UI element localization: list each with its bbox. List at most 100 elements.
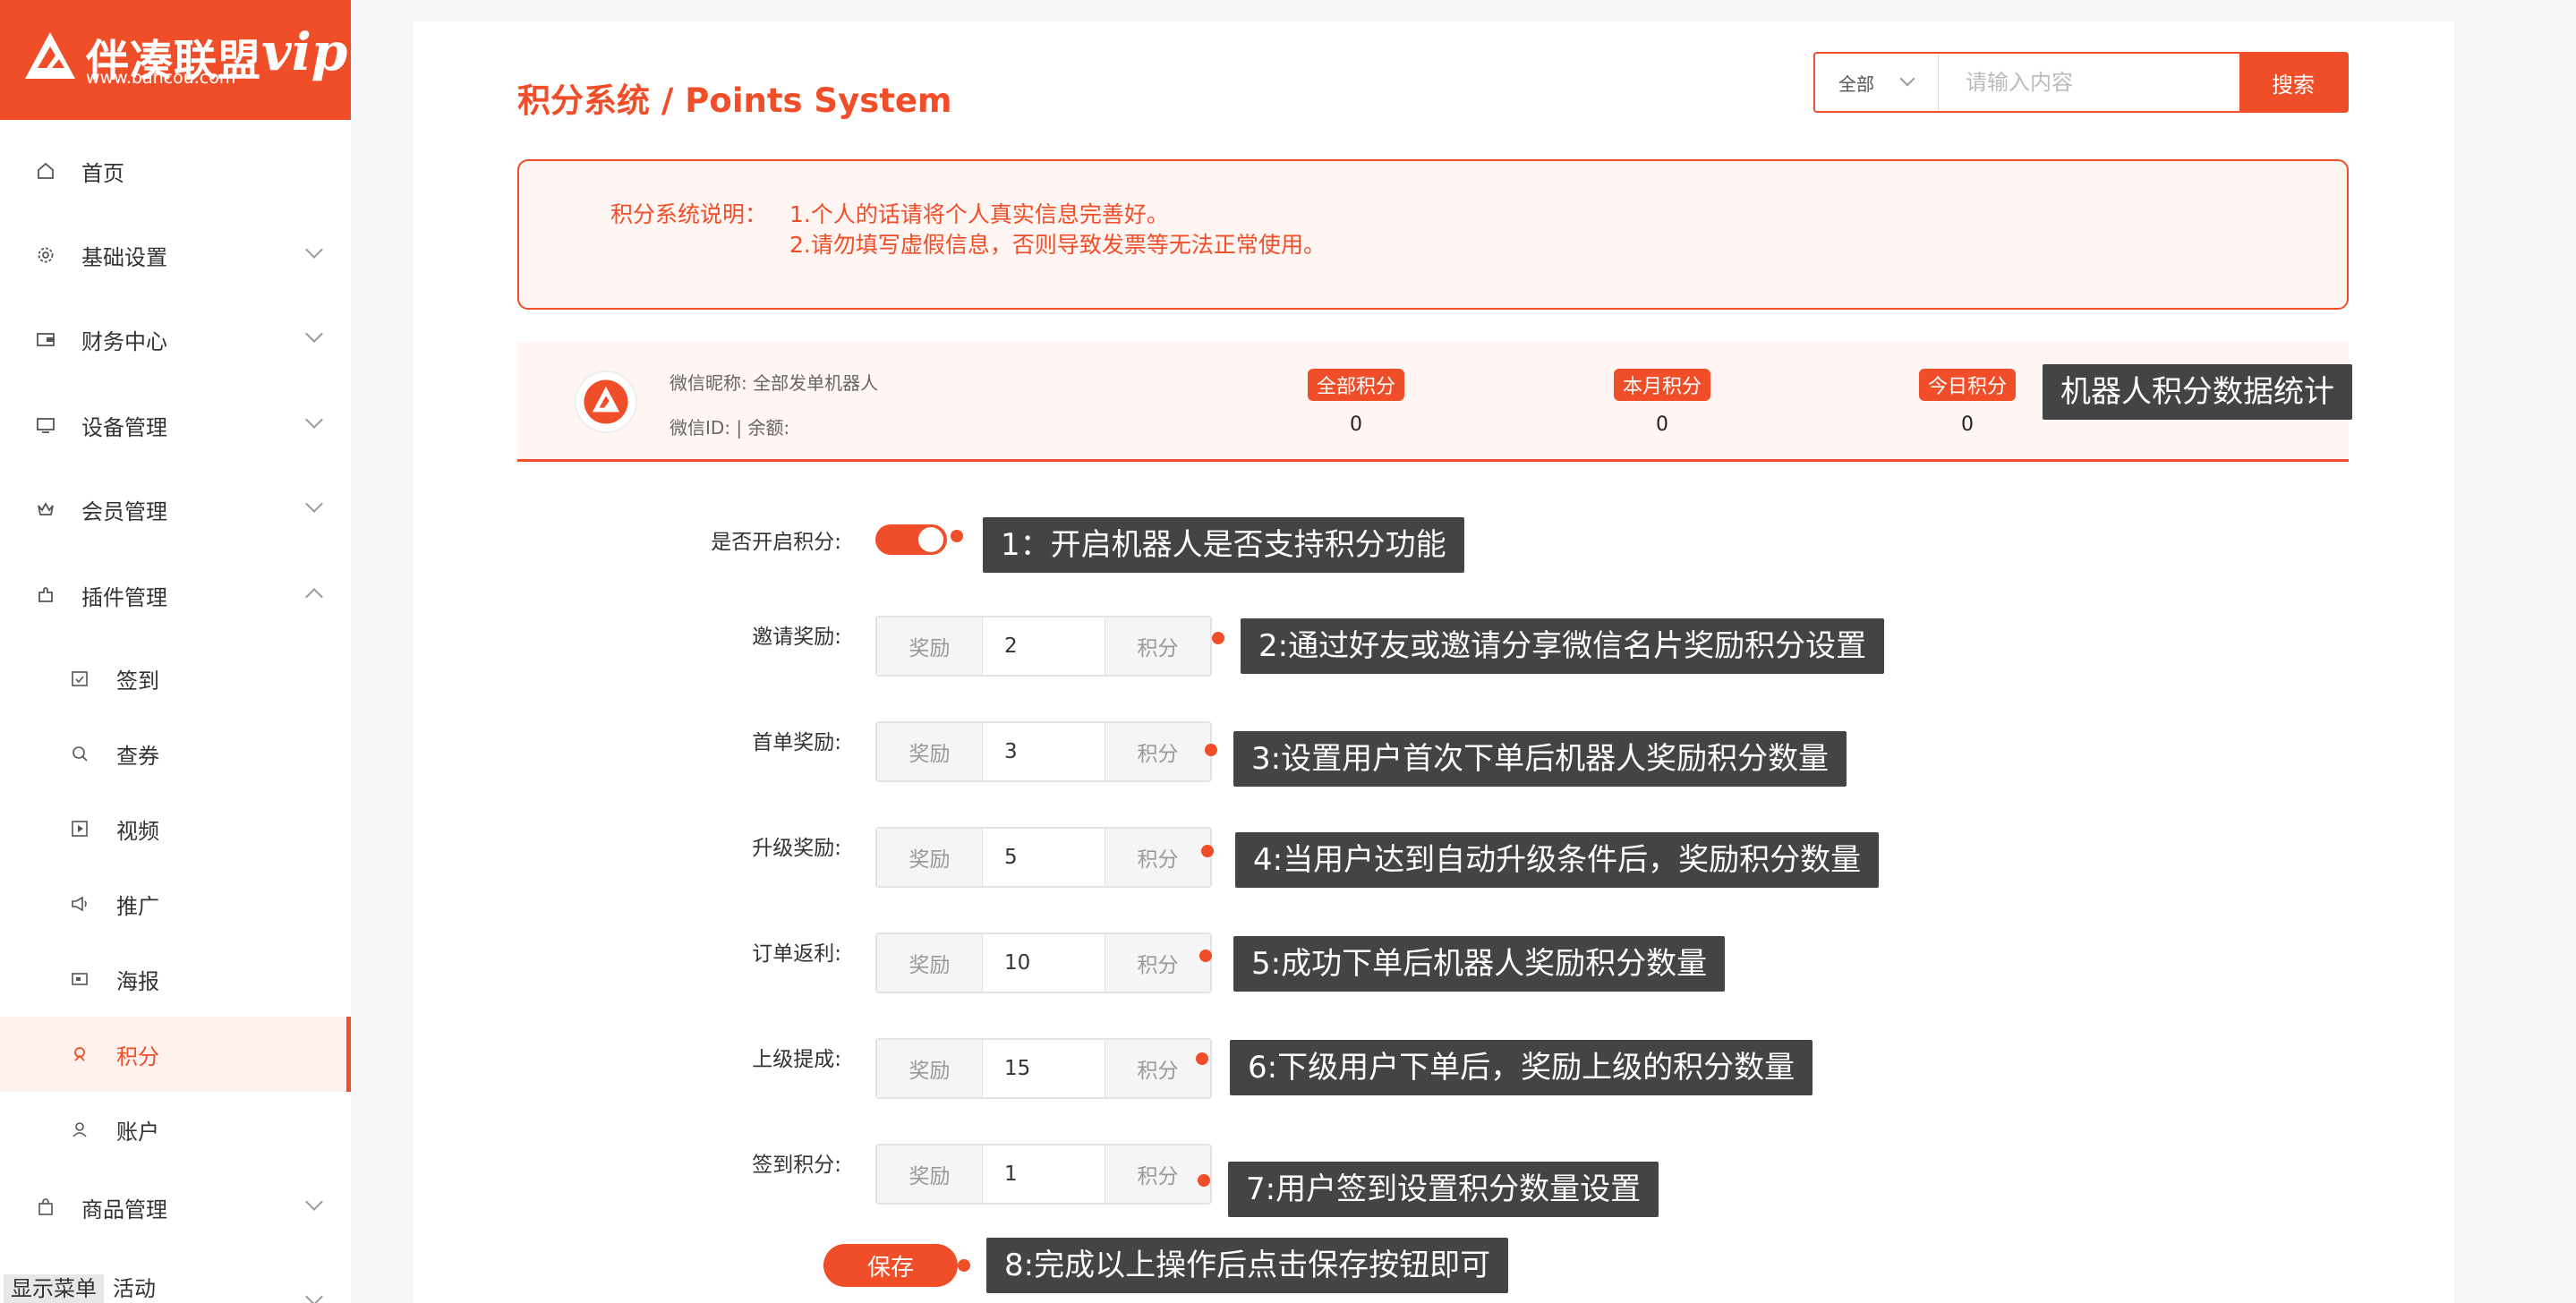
sidebar-item-promote[interactable]: 推广	[0, 866, 351, 941]
upgrade-reward-input[interactable]	[983, 829, 1105, 886]
search-input[interactable]	[1939, 54, 2239, 111]
bot-meta: 微信ID: | 余额:	[670, 417, 790, 439]
chevron-down-icon	[305, 495, 323, 513]
annotation-dot	[1198, 1174, 1210, 1187]
page-title: 积分系统 / Points System	[517, 81, 952, 120]
sidebar-item-finance[interactable]: 财务中心	[0, 297, 351, 381]
sidebar-item-label: 财务中心	[81, 328, 167, 354]
notice-line: 2.请勿填写虚假信息，否则导致发票等无法正常使用。	[789, 232, 1326, 258]
sidebar-item-label: 积分	[116, 1043, 159, 1069]
field-label: 邀请奖励:	[752, 626, 841, 649]
input-suffix: 积分	[1105, 723, 1210, 780]
sidebar-item-points[interactable]: 积分	[0, 1017, 351, 1092]
sidebar-item-video[interactable]: 视频	[0, 791, 351, 866]
checkin-points-group: 奖励 积分	[875, 1144, 1212, 1205]
annotation-stats: 机器人积分数据统计	[2043, 364, 2352, 420]
stat-month-points: 本月积分 0	[1573, 369, 1752, 436]
field-label: 签到积分:	[752, 1154, 841, 1177]
sidebar-item-label: 账户	[116, 1119, 159, 1145]
sidebar-item-label: 基础设置	[81, 244, 167, 270]
notice-box: 积分系统说明： 1.个人的话请将个人真实信息完善好。 2.请勿填写虚假信息，否则…	[517, 159, 2349, 310]
sidebar-item-basic-settings[interactable]: 基础设置	[0, 213, 351, 297]
order-rebate-group: 奖励 积分	[875, 933, 1212, 993]
input-prefix: 奖励	[877, 934, 983, 992]
input-suffix: 积分	[1105, 1040, 1210, 1097]
input-prefix: 奖励	[877, 1040, 983, 1097]
first-order-reward-group: 奖励 积分	[875, 721, 1212, 782]
upgrade-reward-row: 升级奖励: 奖励 积分	[0, 825, 2576, 888]
sidebar-item-plugins[interactable]: 插件管理	[0, 553, 351, 637]
sidebar-item-label: 推广	[116, 893, 159, 919]
sidebar-item-label: 签到	[116, 668, 159, 694]
points-toggle[interactable]	[875, 524, 947, 555]
stat-today-points: 今日积分 0	[1878, 369, 2057, 436]
sidebar-item-devices[interactable]: 设备管理	[0, 383, 351, 467]
search-scope-value: 全部	[1838, 72, 1874, 95]
sidebar-item-account[interactable]: 账户	[0, 1092, 351, 1167]
brand-url: www.bancou.com	[86, 68, 236, 88]
invite-reward-group: 奖励 积分	[875, 616, 1212, 677]
chevron-down-icon	[305, 411, 323, 429]
logo-icon	[25, 32, 75, 79]
crown-icon	[34, 498, 57, 521]
puzzle-icon	[34, 583, 57, 607]
save-button[interactable]: 保存	[823, 1244, 958, 1287]
input-suffix: 积分	[1105, 934, 1210, 992]
stat-value: 0	[1961, 413, 1974, 436]
sidebar-item-label: 首页	[81, 160, 124, 186]
search-scope-select[interactable]: 全部	[1815, 54, 1939, 111]
bag-icon	[34, 1196, 57, 1219]
sidebar-item-activity[interactable]: 活动	[0, 1249, 351, 1303]
annotation-dot	[1199, 950, 1212, 962]
invite-reward-input[interactable]	[983, 617, 1105, 675]
annotation-2: 2:通过好友或邀请分享微信名片奖励积分设置	[1241, 618, 1885, 674]
annotation-8: 8:完成以上操作后点击保存按钮即可	[986, 1238, 1509, 1293]
annotation-1: 1：开启机器人是否支持积分功能	[983, 517, 1464, 573]
monitor-icon	[34, 413, 57, 437]
sidebar-item-label: 查券	[116, 743, 159, 769]
stat-total-points: 全部积分 0	[1267, 369, 1446, 436]
brand-logo[interactable]: 伴凑联盟 www.bancou.com vip	[0, 0, 351, 120]
sidebar-item-label: 插件管理	[81, 584, 167, 610]
field-label: 首单奖励:	[752, 731, 841, 754]
sidebar-item-members[interactable]: 会员管理	[0, 467, 351, 551]
search-button[interactable]: 搜索	[2239, 54, 2347, 111]
superior-commission-input[interactable]	[983, 1040, 1105, 1097]
play-icon	[68, 817, 91, 840]
sidebar-item-label: 海报	[116, 968, 159, 994]
notice-label: 积分系统说明：	[610, 201, 768, 227]
field-label: 升级奖励:	[752, 837, 841, 860]
sidebar-item-poster[interactable]: 海报	[0, 941, 351, 1017]
stat-value: 0	[1656, 413, 1668, 436]
sidebar-item-label: 商品管理	[81, 1197, 167, 1222]
gear-icon	[34, 243, 57, 267]
superior-commission-group: 奖励 积分	[875, 1038, 1212, 1099]
image-icon	[68, 967, 91, 991]
input-prefix: 奖励	[877, 1145, 983, 1203]
sidebar-item-home[interactable]: 首页	[0, 129, 351, 213]
sidebar-item-label: 活动	[113, 1276, 156, 1301]
points-toggle-label: 是否开启积分:	[711, 531, 841, 554]
chevron-down-icon	[305, 1288, 323, 1303]
checkin-points-input[interactable]	[983, 1145, 1105, 1203]
annotation-6: 6:下级用户下单后，奖励上级的积分数量	[1230, 1040, 1813, 1095]
sidebar-item-checkin[interactable]: 签到	[0, 641, 351, 716]
first-order-reward-row: 首单奖励: 奖励 积分	[0, 720, 2576, 782]
show-menu-button[interactable]: 显示菜单	[4, 1274, 104, 1303]
first-order-reward-input[interactable]	[983, 723, 1105, 780]
sidebar-item-label: 视频	[116, 818, 159, 844]
stat-label: 全部积分	[1307, 369, 1404, 401]
order-rebate-input[interactable]	[983, 934, 1105, 992]
invite-reward-row: 邀请奖励: 奖励 积分	[0, 614, 2576, 677]
bot-nickname: 微信昵称: 全部发单机器人	[670, 372, 879, 394]
sidebar: 伴凑联盟 www.bancou.com vip 首页 基础设置 财务中心 设备管…	[0, 0, 351, 1303]
avatar	[575, 370, 637, 433]
calendar-check-icon	[68, 667, 91, 690]
sidebar-item-coupon[interactable]: 查券	[0, 716, 351, 791]
stat-value: 0	[1350, 413, 1362, 436]
checkin-points-row: 签到积分: 奖励 积分	[0, 1142, 2576, 1205]
sidebar-item-goods[interactable]: 商品管理	[0, 1165, 351, 1249]
stat-label: 今日积分	[1918, 369, 2016, 401]
chevron-up-icon	[305, 588, 323, 606]
chevron-down-icon	[305, 241, 323, 259]
